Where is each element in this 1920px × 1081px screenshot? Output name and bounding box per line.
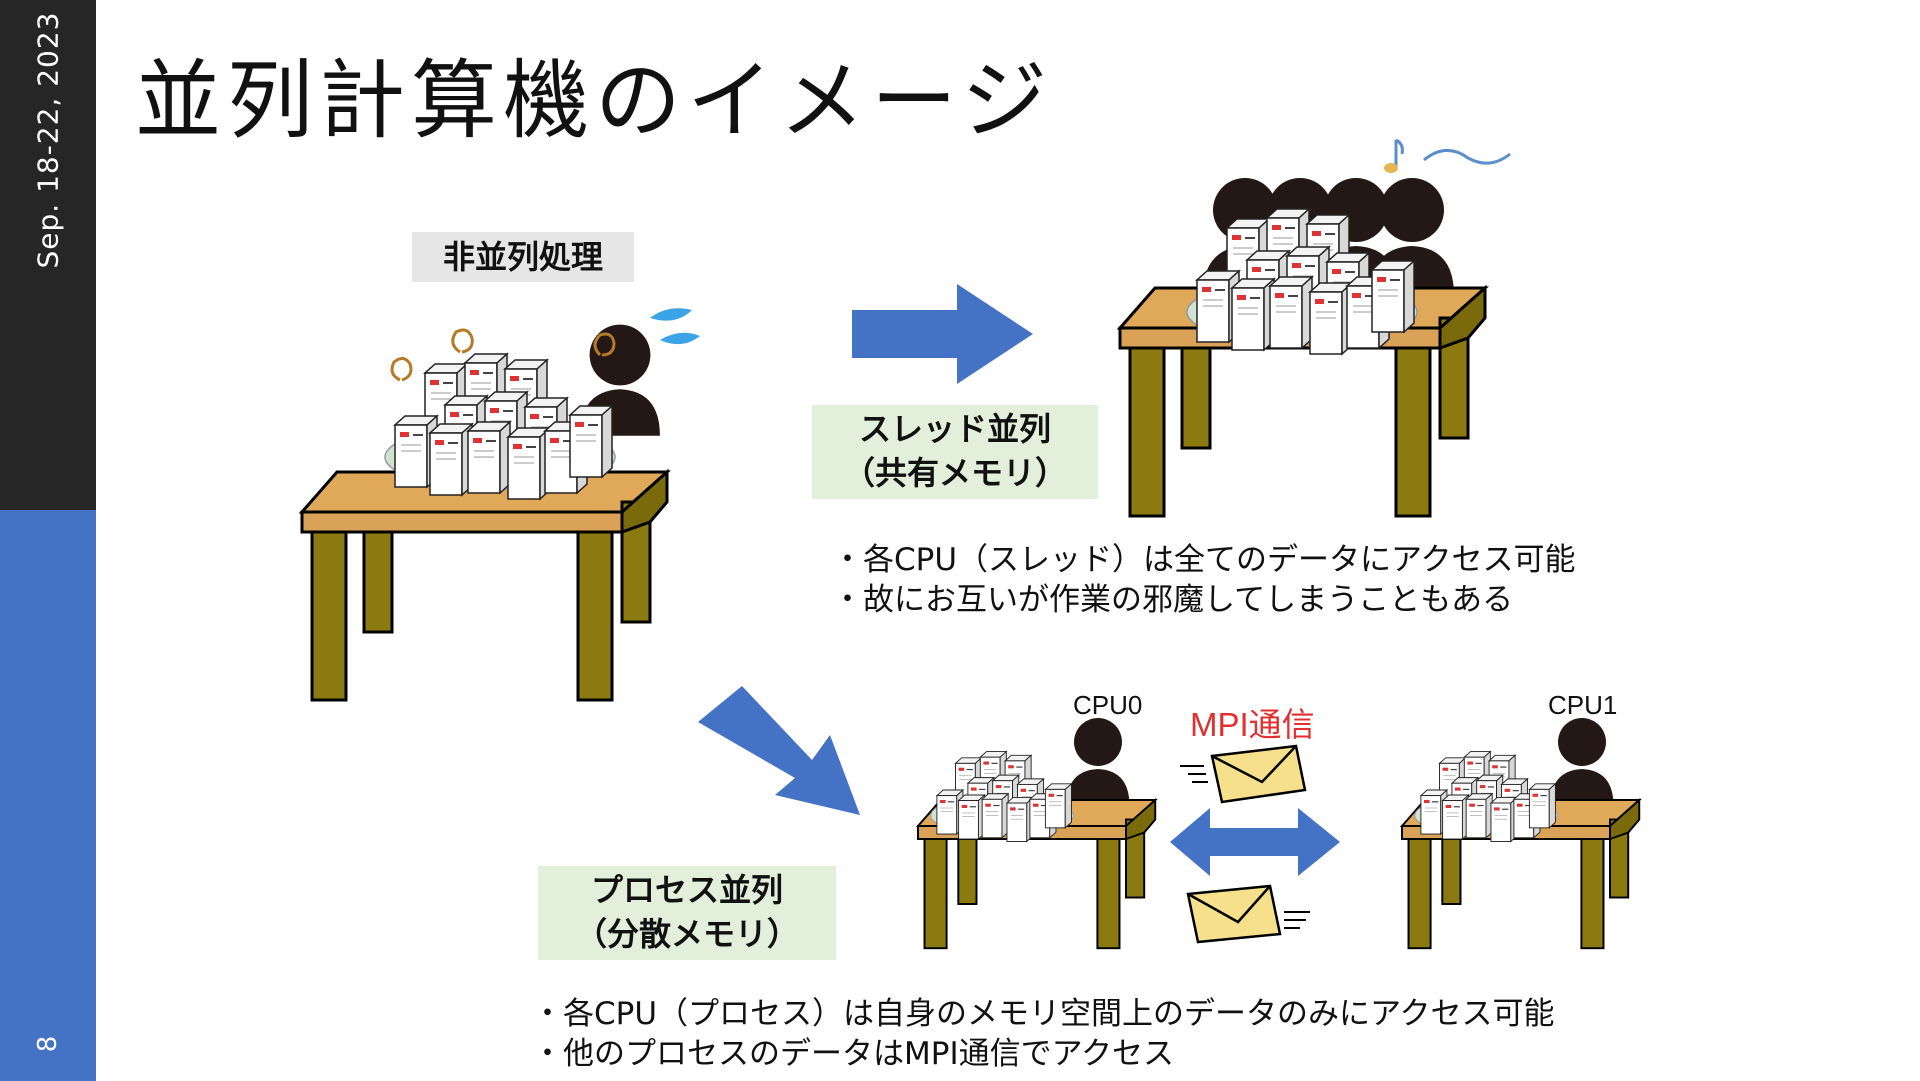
cpu1-label: CPU1 <box>1548 690 1618 720</box>
arrow-icon <box>1170 808 1340 876</box>
sidebar-dark <box>0 0 96 510</box>
thread-label: スレッド並列 （共有メモリ） <box>812 405 1098 499</box>
server-pile-icon <box>1415 752 1558 842</box>
person-icon <box>1066 718 1130 806</box>
table-icon <box>300 470 669 702</box>
cpu0-label: CPU0 <box>1073 690 1143 720</box>
thread-scene <box>1118 138 1511 518</box>
process-label-line1: プロセス並列 <box>590 871 783 909</box>
slide-title: 並列計算機のイメージ <box>135 51 1054 151</box>
process-label: プロセス並列 （分散メモリ） <box>538 866 836 960</box>
serial-label: 非並列処理 <box>412 232 634 282</box>
thread-bullet-2: ・故にお互いが作業の邪魔してしまうこともある <box>832 582 1514 618</box>
server-pile-icon <box>931 752 1074 842</box>
person-icon <box>1550 718 1614 806</box>
process-bullet-1: ・各CPU（プロセス）は自身のメモリ空間上のデータのみにアクセス可能 <box>532 996 1555 1032</box>
envelope-icon <box>1180 744 1307 804</box>
music-note-icon <box>1384 138 1511 173</box>
server-pile-icon <box>385 354 615 499</box>
envelope-icon <box>1186 884 1310 944</box>
thread-label-line2: （共有メモリ） <box>842 454 1067 492</box>
sweat-drop-icon <box>650 308 700 345</box>
thread-bullet-1: ・各CPU（スレッド）は全てのデータにアクセス可能 <box>832 542 1576 578</box>
process-bullet-2: ・他のプロセスのデータはMPI通信でアクセス <box>532 1036 1175 1072</box>
swirl-icon <box>390 328 616 382</box>
process-label-line2: （分散メモリ） <box>574 915 799 953</box>
mpi-label: MPI通信 <box>1190 706 1315 743</box>
sidebar-blue <box>0 510 96 1081</box>
arrow-icon <box>852 284 1033 384</box>
arrow-icon <box>698 686 860 815</box>
serial-scene <box>300 308 700 702</box>
thread-label-line1: スレッド並列 <box>858 410 1051 448</box>
